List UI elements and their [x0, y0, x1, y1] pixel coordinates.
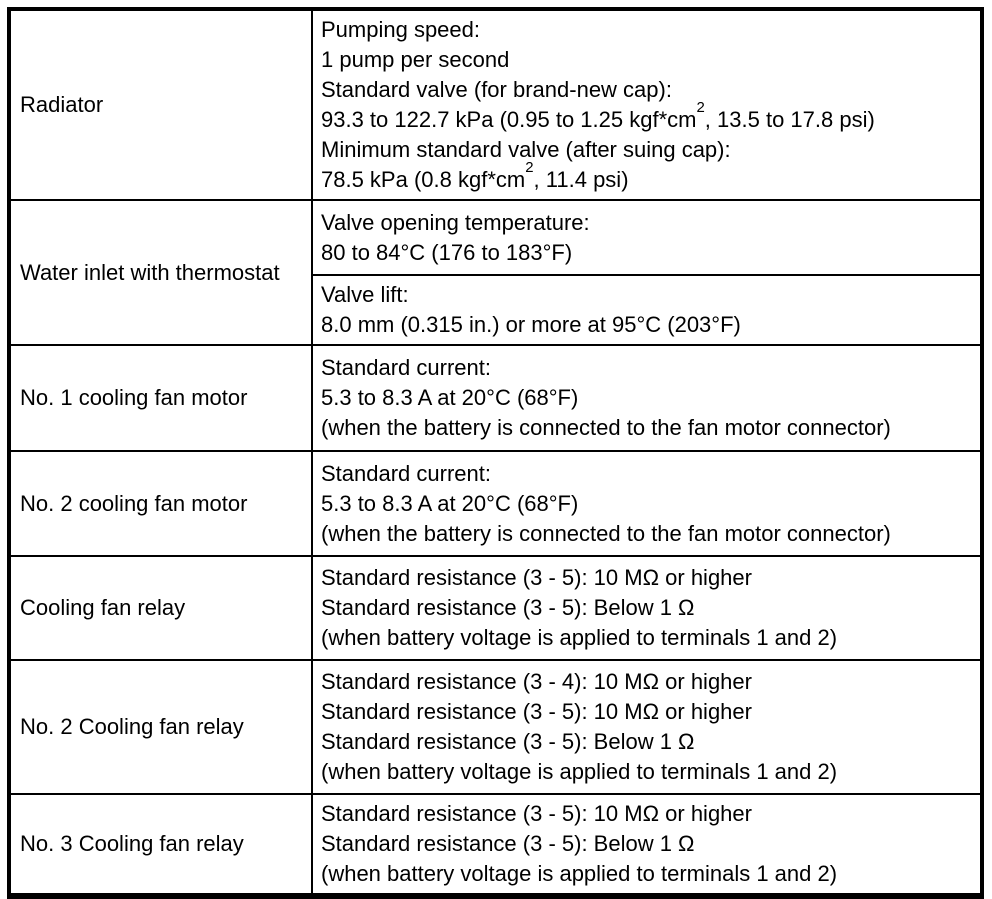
table-row: Water inlet with thermostat Valve openin…: [8, 199, 983, 346]
spec-cell-cooling-fan-relay: Standard resistance (3 - 5): 10 MΩ or hi…: [311, 555, 983, 661]
table-row: No. 2 cooling fan motor Standard current…: [8, 450, 983, 557]
spec-line: (when the battery is connected to the fa…: [321, 520, 891, 546]
spec-line: (when battery voltage is applied to term…: [321, 759, 838, 784]
spec-line: Standard valve (for brand-new cap):: [321, 77, 672, 102]
cell-no2-cooling-fan-relay: No. 2 Cooling fan relay: [8, 659, 313, 795]
spec-cell-no3-cooling-fan-relay: Standard resistance (3 - 5): 10 MΩ or hi…: [311, 793, 983, 897]
spec-line: Standard resistance (3 - 5): 10 MΩ or hi…: [321, 699, 752, 724]
spec-line: 78.5 kPa (0.8 kgf*cm2, 11.4 psi): [321, 160, 972, 195]
table-row: Cooling fan relay Standard resistance (3…: [8, 555, 983, 661]
spec-line: 5.3 to 8.3 A at 20°C (68°F): [321, 490, 579, 516]
spec-line: Standard current:: [321, 460, 491, 486]
spec-line: 8.0 mm (0.315 in.) or more at 95°C (203°…: [321, 312, 741, 337]
superscript: 2: [525, 158, 534, 176]
cell-water-inlet-with-thermostat: Water inlet with thermostat: [8, 199, 313, 346]
cell-no2-cooling-fan-motor: No. 2 cooling fan motor: [8, 450, 313, 557]
spec-line: (when battery voltage is applied to term…: [321, 861, 838, 886]
spec-line: Valve opening temperature:: [321, 209, 590, 235]
spec-line: Minimum standard valve (after suing cap)…: [321, 137, 731, 162]
cell-no1-cooling-fan-motor: No. 1 cooling fan motor: [8, 344, 313, 452]
superscript: 2: [696, 98, 705, 116]
spec-line: Standard resistance (3 - 5): Below 1 Ω: [321, 831, 695, 856]
spec-line: 1 pump per second: [321, 47, 510, 72]
spec-cell-valve-lift: Valve lift: 8.0 mm (0.315 in.) or more a…: [311, 274, 983, 346]
spec-cell-valve-opening-temperature: Valve opening temperature: 80 to 84°C (1…: [311, 199, 983, 276]
cooling-system-spec-table: Radiator Pumping speed: 1 pump per secon…: [7, 7, 984, 899]
spec-line: Valve lift:: [321, 282, 409, 307]
spec-line-segment: 78.5 kPa (0.8 kgf*cm: [321, 167, 526, 192]
table-row: No. 2 Cooling fan relay Standard resista…: [8, 659, 983, 795]
table-row: Radiator Pumping speed: 1 pump per secon…: [8, 8, 983, 201]
spec-cell-no2-cooling-fan-relay: Standard resistance (3 - 4): 10 MΩ or hi…: [311, 659, 983, 795]
spec-cell-no1-cooling-fan-motor: Standard current: 5.3 to 8.3 A at 20°C (…: [311, 344, 983, 452]
spec-line-segment: , 11.4 psi): [533, 167, 629, 192]
spec-line: Standard resistance (3 - 5): Below 1 Ω: [321, 729, 695, 754]
spec-line: Standard resistance (3 - 5): 10 MΩ or hi…: [321, 565, 752, 590]
spec-line: (when the battery is connected to the fa…: [321, 415, 891, 440]
spec-line: (when battery voltage is applied to term…: [321, 625, 838, 650]
cell-cooling-fan-relay: Cooling fan relay: [8, 555, 313, 661]
spec-line: Standard resistance (3 - 4): 10 MΩ or hi…: [321, 669, 752, 694]
cell-no3-cooling-fan-relay: No. 3 Cooling fan relay: [8, 793, 313, 897]
spec-line-segment: 93.3 to 122.7 kPa (0.95 to 1.25 kgf*cm: [321, 107, 697, 132]
spec-line: 80 to 84°C (176 to 183°F): [321, 239, 573, 265]
table-row: No. 1 cooling fan motor Standard current…: [8, 344, 983, 452]
spec-line-segment: , 13.5 to 17.8 psi): [704, 107, 875, 132]
spec-line: Standard resistance (3 - 5): 10 MΩ or hi…: [321, 801, 752, 826]
spec-line: 5.3 to 8.3 A at 20°C (68°F): [321, 385, 579, 410]
spec-line: 93.3 to 122.7 kPa (0.95 to 1.25 kgf*cm2,…: [321, 100, 972, 135]
spec-cell-no2-cooling-fan-motor: Standard current: 5.3 to 8.3 A at 20°C (…: [311, 450, 983, 557]
table-row: Valve lift: 8.0 mm (0.315 in.) or more a…: [9, 274, 983, 346]
table-row: No. 3 Cooling fan relay Standard resista…: [8, 793, 983, 897]
spec-line: Standard resistance (3 - 5): Below 1 Ω: [321, 595, 695, 620]
cell-radiator: Radiator: [8, 8, 313, 201]
spec-line: Pumping speed:: [321, 17, 480, 42]
spec-cell-radiator: Pumping speed: 1 pump per second Standar…: [311, 8, 983, 201]
spec-line: Standard current:: [321, 355, 491, 380]
